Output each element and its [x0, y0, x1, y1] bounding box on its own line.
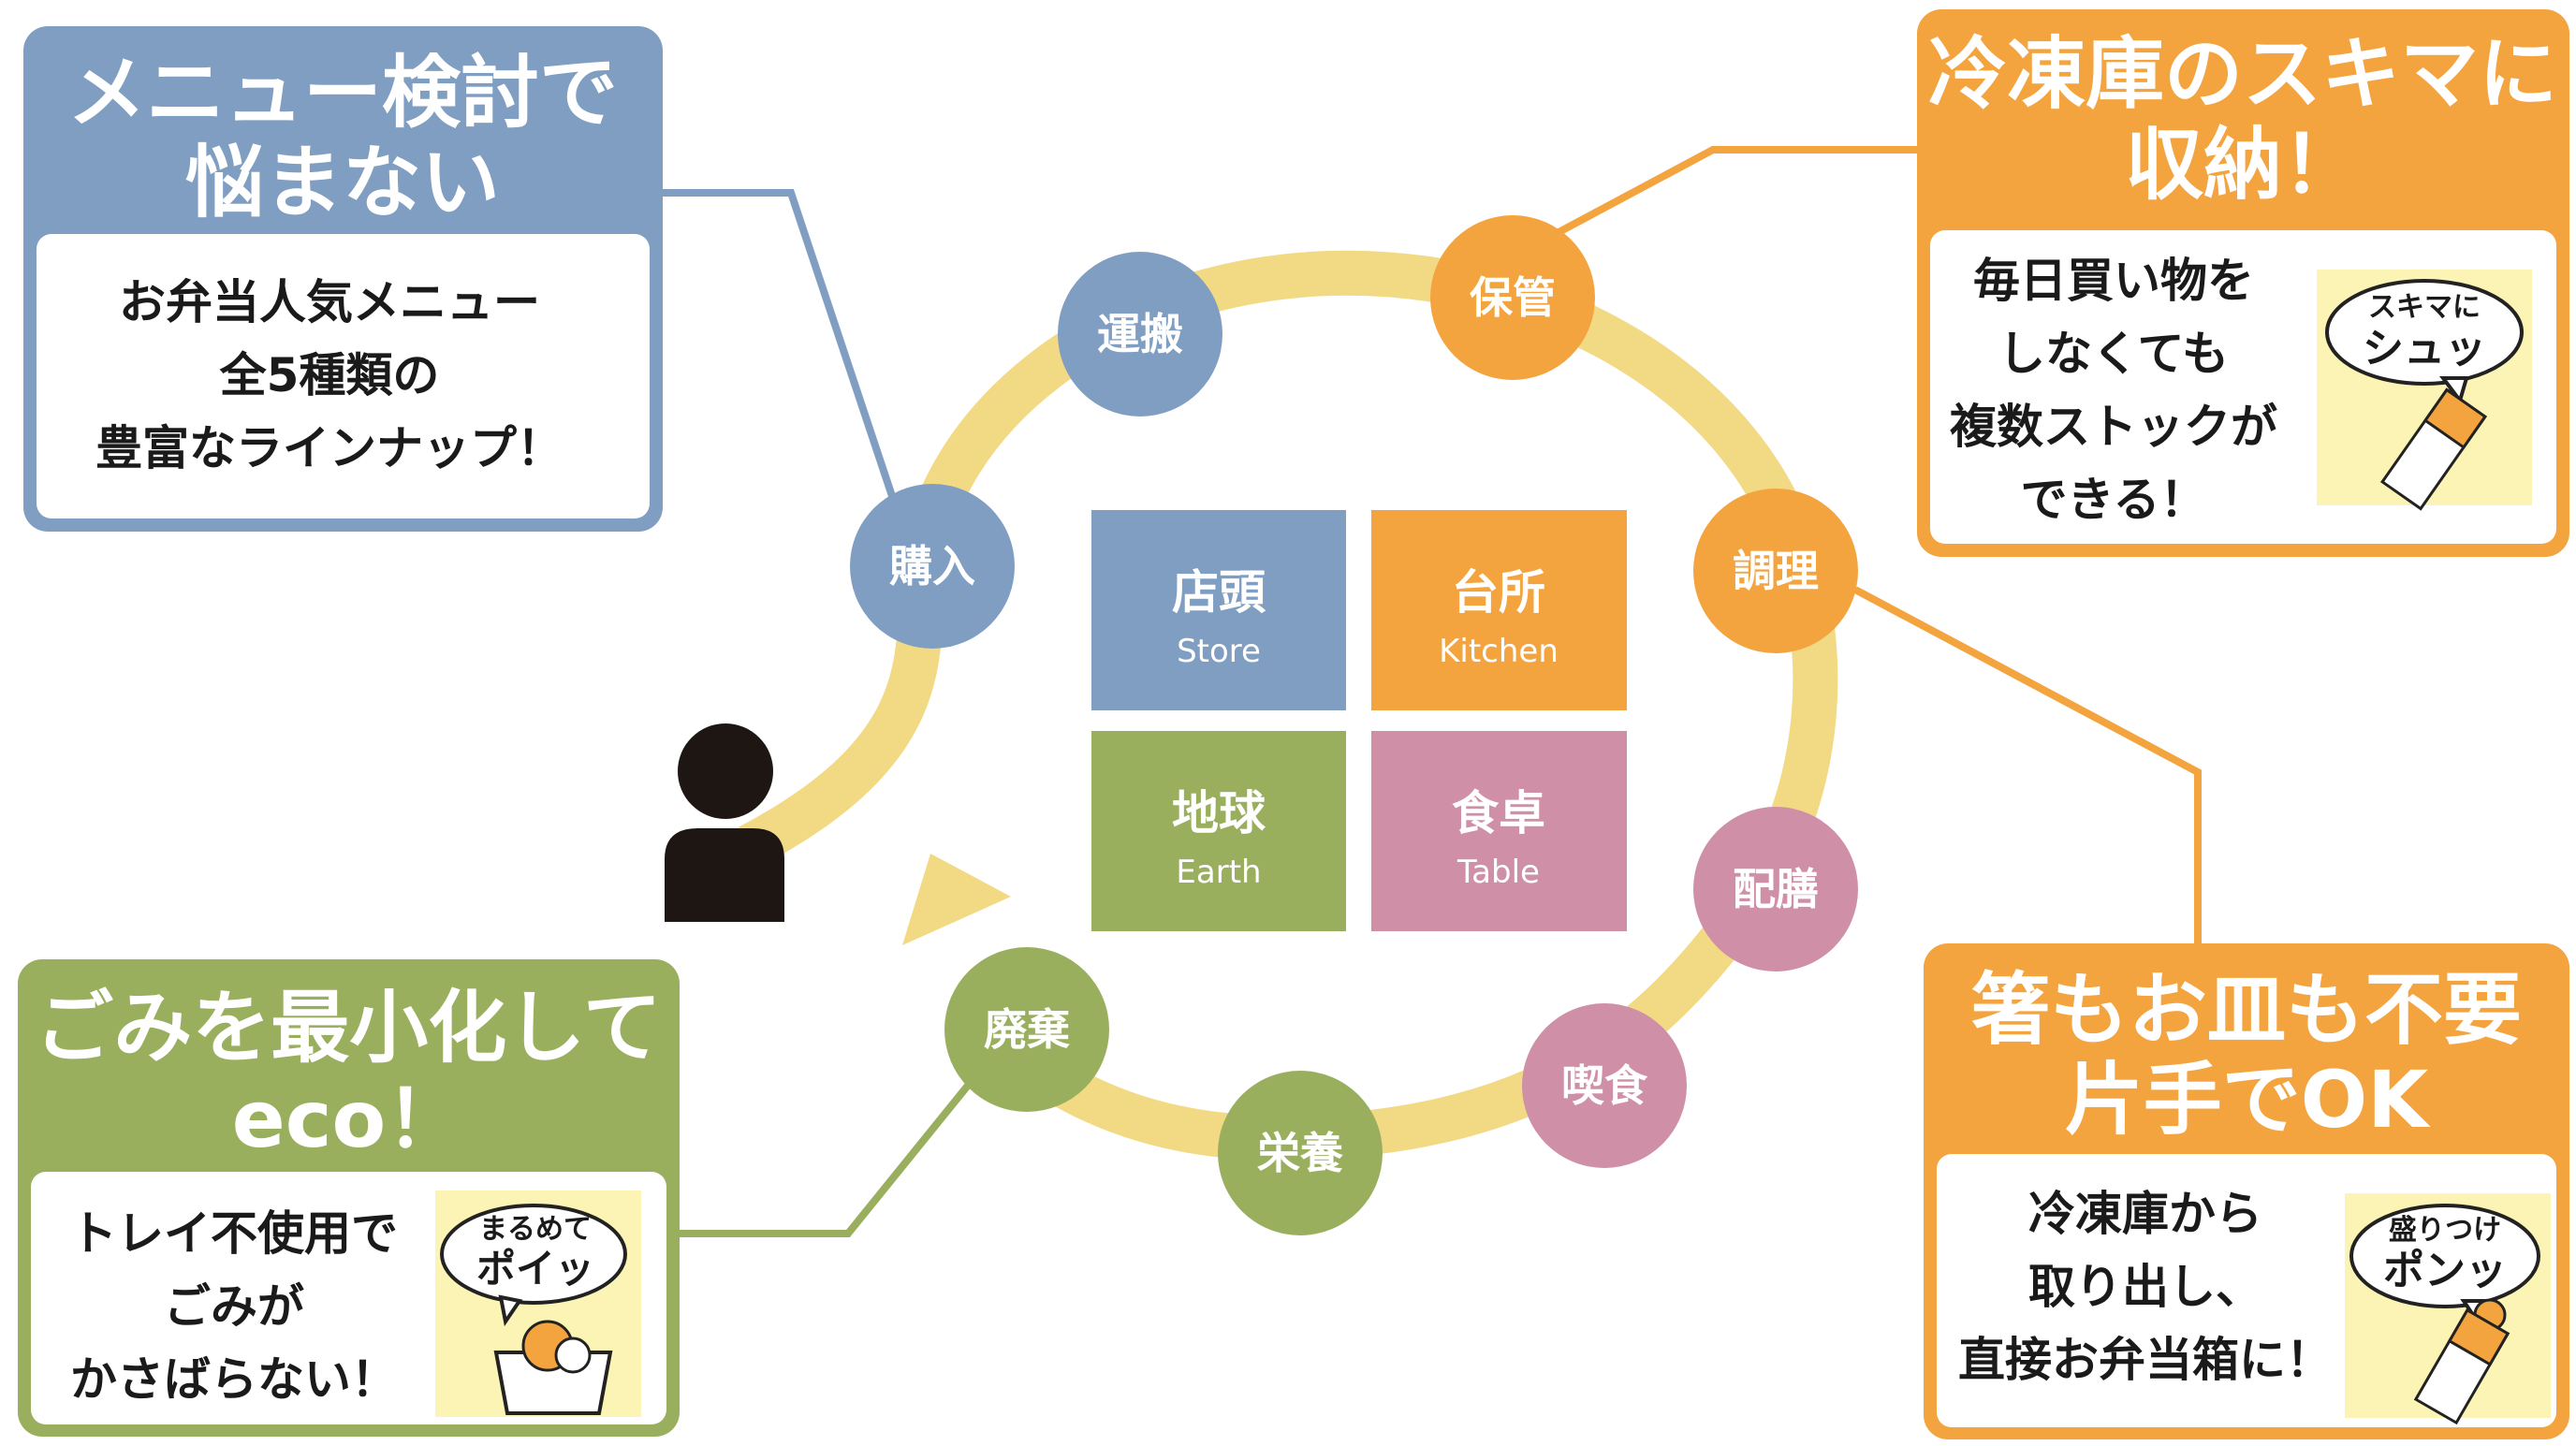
trash-sticker: まるめて ポイッ — [435, 1190, 641, 1417]
trash-sticker-text-line1: まるめて — [479, 1213, 592, 1246]
step-nutrition: 栄養 — [1218, 1071, 1383, 1235]
person-icon — [665, 723, 784, 922]
callout-eco-title-line2: eco！ — [232, 1074, 464, 1165]
step-transport-label: 運搬 — [1097, 309, 1183, 359]
freezer-sticker-text-line1: スキマに — [2368, 291, 2481, 324]
connector-eco — [680, 1064, 987, 1237]
trash-bin-icon — [493, 1320, 613, 1415]
callout-freezer-title-line2: 収納！ — [2125, 119, 2361, 211]
callout-eco-body-line3: かさばらない！ — [70, 1352, 398, 1407]
step-disposal: 廃棄 — [944, 947, 1109, 1112]
serve-sticker-text-line1: 盛りつけ — [2389, 1214, 2501, 1247]
callout-serve-title-line2: 片手でOK — [2065, 1054, 2431, 1146]
trash-sticker-text-line2: ポイッ — [476, 1246, 594, 1292]
tile-earth-subtitle: Earth — [1176, 854, 1261, 891]
step-transport: 運搬 — [1058, 252, 1222, 416]
callout-serve-body-line2: 取り出し、 — [2028, 1260, 2262, 1314]
step-nutrition-label: 栄養 — [1257, 1128, 1343, 1178]
serve-sticker: 盛りつけ ポンッ — [2345, 1193, 2551, 1425]
cycle-arrowhead — [902, 854, 1011, 945]
tile-kitchen: 台所 Kitchen — [1371, 510, 1627, 710]
freezer-sticker-text-line2: シュッ — [2363, 325, 2486, 372]
freezer-sticker: スキマに シュッ — [2317, 270, 2532, 511]
callout-eco-title-line1: ごみを最小化して — [35, 982, 661, 1074]
callout-serve-body-line1: 冷凍庫から — [2028, 1187, 2262, 1241]
tile-table-title: 食卓 — [1452, 786, 1545, 840]
step-serving-label: 配膳 — [1733, 864, 1819, 914]
step-purchase: 購入 — [850, 484, 1015, 649]
step-disposal-label: 廃棄 — [984, 1004, 1070, 1055]
step-cooking-label: 調理 — [1733, 546, 1819, 596]
tile-table: 食卓 Table — [1371, 731, 1627, 931]
callout-menu: メニュー検討で 悩まない お弁当人気メニュー 全5種類の 豊富なラインナップ！ — [23, 26, 663, 532]
callout-menu-title-line2: 悩まない — [185, 137, 500, 228]
callout-eco-body-line2: ごみが — [164, 1279, 304, 1334]
callout-serve-body-line3: 直接お弁当箱に！ — [1958, 1333, 2333, 1387]
tile-kitchen-subtitle: Kitchen — [1439, 633, 1559, 670]
callout-freezer-body-line1: 毎日買い物を — [1973, 254, 2254, 308]
step-storage: 保管 — [1430, 215, 1595, 380]
step-cooking: 調理 — [1693, 489, 1858, 653]
bento-portion-icon — [2413, 1298, 2510, 1425]
tile-kitchen-title: 台所 — [1452, 565, 1545, 620]
callout-eco-body-line1: トレイ不使用で — [70, 1206, 398, 1261]
tile-store-subtitle: Store — [1177, 633, 1261, 670]
tile-store: 店頭 Store — [1091, 510, 1346, 710]
step-purchase-label: 購入 — [889, 541, 975, 592]
callout-serve: 箸もお皿も不要 片手でOK 冷凍庫から 取り出し、 直接お弁当箱に！ 盛りつけ … — [1924, 943, 2569, 1439]
callout-menu-body-line3: 豊富なラインナップ！ — [95, 421, 564, 475]
tile-earth: 地球 Earth — [1091, 731, 1346, 931]
callout-freezer-body-line3: 複数ストックが — [1950, 400, 2277, 454]
callout-eco: ごみを最小化して eco！ トレイ不使用で ごみが かさばらない！ まるめて ポ… — [18, 959, 680, 1437]
step-eating-label: 喫食 — [1561, 1060, 1648, 1111]
callout-freezer: 冷凍庫のスキマに 収納！ 毎日買い物を しなくても 複数ストックが できる！ ス… — [1917, 9, 2569, 557]
bento-pack-icon — [2380, 387, 2487, 511]
connector-freezer — [1548, 146, 1917, 241]
serve-sticker-text-line2: ポンッ — [2383, 1247, 2507, 1294]
center-grid: 店頭 Store 台所 Kitchen 地球 Earth 食卓 Table — [1091, 510, 1627, 931]
tile-table-subtitle: Table — [1456, 854, 1540, 891]
connector-menu — [663, 189, 900, 512]
connector-serve — [1853, 586, 2202, 943]
callout-menu-title-line1: メニュー検討で — [67, 47, 618, 139]
callout-freezer-title-line1: 冷凍庫のスキマに — [1928, 28, 2557, 120]
tile-store-title: 店頭 — [1172, 565, 1266, 620]
callout-freezer-body-line4: できる！ — [2021, 473, 2207, 527]
tile-earth-title: 地球 — [1172, 786, 1266, 840]
callout-serve-title-line1: 箸もお皿も不要 — [1971, 964, 2522, 1056]
step-storage-label: 保管 — [1470, 272, 1556, 323]
callout-menu-body-line2: 全5種類の — [219, 348, 440, 402]
step-eating: 喫食 — [1522, 1003, 1687, 1168]
callout-menu-body-line1: お弁当人気メニュー — [119, 275, 540, 329]
step-serving: 配膳 — [1693, 807, 1858, 971]
callout-freezer-body-line2: しなくても — [1998, 327, 2229, 381]
